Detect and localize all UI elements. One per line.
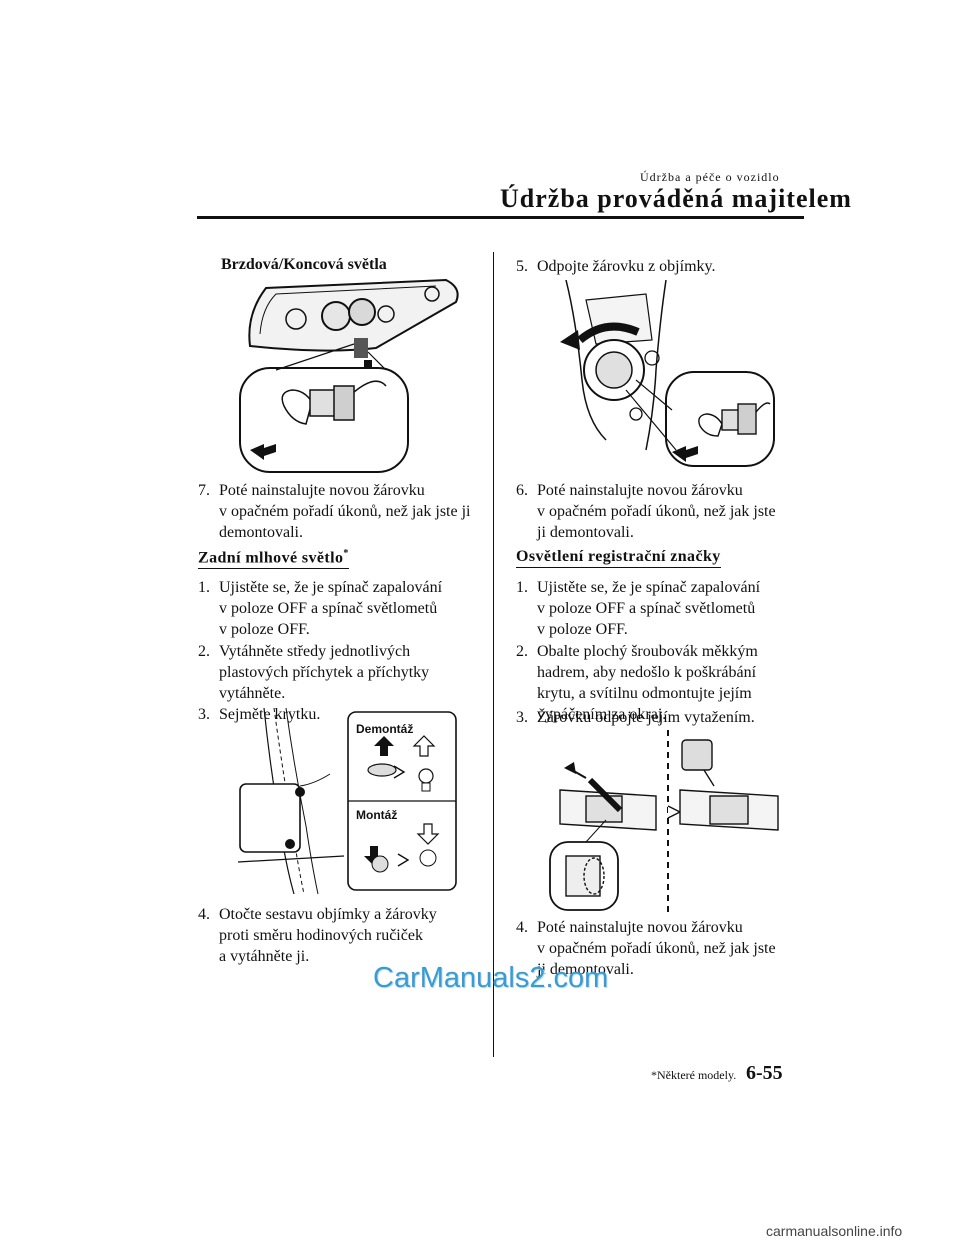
step-line: v opačném pořadí úkonů, než jak jste xyxy=(537,503,776,520)
step-line: Obalte plochý šroubovák měkkým xyxy=(537,643,758,660)
label-removal: Demontáž xyxy=(356,722,414,736)
figure-brake-tail-lights xyxy=(236,274,466,474)
step-line: Poté nainstalujte novou žárovku xyxy=(537,919,743,936)
step-line: Ujistěte se, že je spínač zapalování xyxy=(537,579,761,596)
page-number: 6-55 xyxy=(746,1062,783,1084)
header-rule xyxy=(197,216,804,219)
step-number: 2. xyxy=(198,643,210,660)
step-line: Sejměte krytku. xyxy=(219,706,321,723)
step-line: v poloze OFF a spínač světlometů xyxy=(537,600,756,617)
step-line: hadrem, aby nedošlo k poškrábání xyxy=(537,664,757,681)
step-line: ji demontovali. xyxy=(537,961,634,978)
left-step-3: 3. Sejměte krytku. xyxy=(198,704,498,726)
watermark-carmanuals2: CarManuals2.com xyxy=(373,962,609,994)
figure-fog-light-cover xyxy=(234,706,460,896)
step-line: v opačném pořadí úkonů, než jak jste ji xyxy=(219,503,471,520)
step-number: 3. xyxy=(198,706,210,723)
left-step-4: 4. Otočte sestavu objímky a žárovky prot… xyxy=(198,904,498,968)
figure-caption-brake-lights: Brzdová/Koncová světla xyxy=(221,256,387,273)
heading-license-plate-light: Osvětlení registrační značky xyxy=(516,548,721,568)
site-watermark: carmanualsonline.info xyxy=(766,1223,903,1239)
chapter-title: Údržba a péče o vozidlo xyxy=(640,170,780,184)
optional-mark: * xyxy=(343,548,349,559)
right-step-2: 2. Obalte plochý šroubovák měkkým hadrem… xyxy=(516,641,806,727)
step-number: 5. xyxy=(516,258,528,275)
step-number: 2. xyxy=(516,643,528,660)
left-step-7: 7. Poté nainstalujte novou žárovku v opa… xyxy=(198,480,498,546)
heading-text: Zadní mlhové světlo xyxy=(198,549,344,567)
step-number: 1. xyxy=(198,579,210,596)
step-line: demontovali. xyxy=(219,524,303,541)
figure-bulb-socket-removal xyxy=(556,280,776,472)
step-line: v poloze OFF. xyxy=(537,621,628,638)
right-step-5: 5. Odpojte žárovku z objímky. xyxy=(516,256,806,278)
right-step-6: 6. Poté nainstalujte novou žárovku v opa… xyxy=(516,480,806,546)
step-number: 1. xyxy=(516,579,528,596)
step-line: v poloze OFF a spínač světlometů xyxy=(219,600,438,617)
left-step-2: 2. Vytáhněte středy jednotlivých plastov… xyxy=(198,641,498,705)
step-line: Poté nainstalujte novou žárovku xyxy=(537,482,743,499)
right-step-4: 4. Poté nainstalujte novou žárovku v opa… xyxy=(516,917,806,983)
step-line: v poloze OFF. xyxy=(219,621,310,638)
label-installation: Montáž xyxy=(356,808,398,822)
heading-rear-fog-light: Zadní mlhové světlo* xyxy=(198,548,349,570)
step-number: 4. xyxy=(198,906,210,923)
step-line: v opačném pořadí úkonů, než jak jste xyxy=(537,940,776,957)
step-line: proti směru hodinových ručiček xyxy=(219,927,423,944)
step-line: vytáhněte. xyxy=(219,685,286,702)
step-line: krytu, a svítilnu odmontujte jejím xyxy=(537,685,752,702)
step-number: 7. xyxy=(198,482,210,499)
step-line: ji demontovali. xyxy=(537,524,634,541)
right-step-3: 3. Žárovku odpojte jejím vytažením. xyxy=(516,707,806,729)
step-number: 4. xyxy=(516,919,528,936)
column-divider xyxy=(493,252,494,1057)
step-number: 6. xyxy=(516,482,528,499)
left-step-1: 1. Ujistěte se, že je spínač zapalování … xyxy=(198,577,498,641)
section-title: Údržba prováděná majitelem xyxy=(500,184,852,213)
step-line: Odpojte žárovku z objímky. xyxy=(537,258,716,275)
step-line: Ujistěte se, že je spínač zapalování xyxy=(219,579,443,596)
figure-license-plate-light xyxy=(546,730,782,912)
step-line: plastových příchytek a příchytky xyxy=(219,664,430,681)
step-line: Vytáhněte středy jednotlivých xyxy=(219,643,411,660)
step-line: Žárovku odpojte jejím vytažením. xyxy=(537,709,755,726)
step-line: Poté nainstalujte novou žárovku xyxy=(219,482,425,499)
step-line: vypáčením za okraj. xyxy=(537,706,667,723)
footnote-some-models: *Některé modely. xyxy=(651,1068,737,1082)
right-step-1: 1. Ujistěte se, že je spínač zapalování … xyxy=(516,577,806,641)
step-number: 3. xyxy=(516,709,528,726)
step-line: a vytáhněte ji. xyxy=(219,948,310,965)
step-line: Otočte sestavu objímky a žárovky xyxy=(219,906,437,923)
